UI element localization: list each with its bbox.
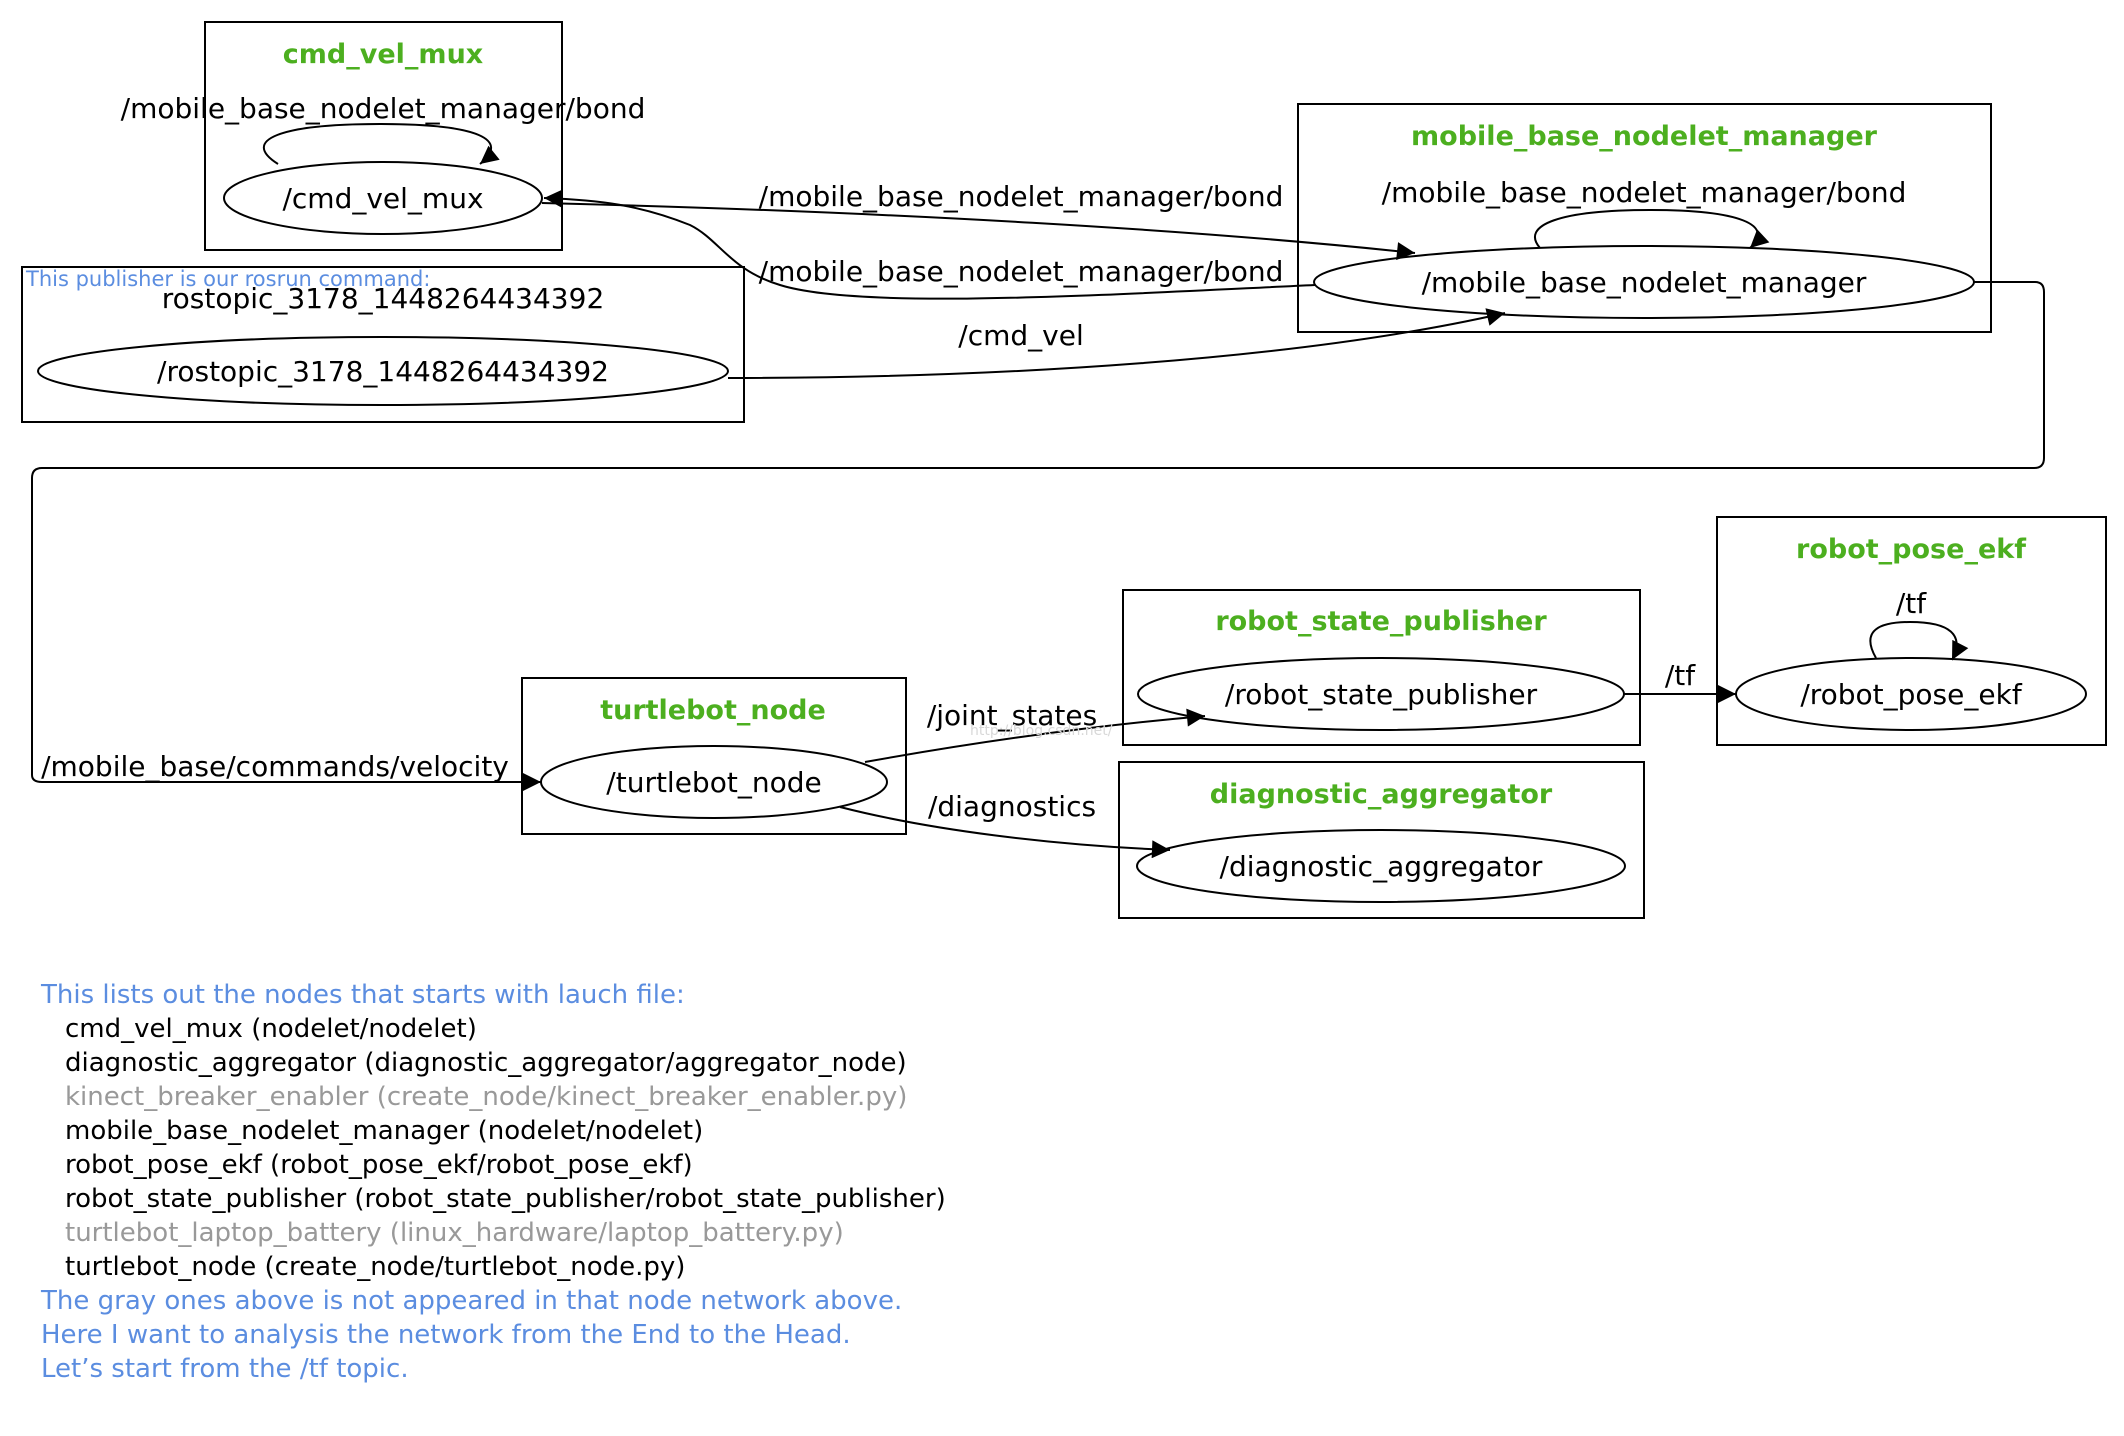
node-label-turtlebot-node: /turtlebot_node bbox=[606, 766, 821, 799]
cluster-title-mobile-base-nodelet-manager: mobile_base_nodelet_manager bbox=[1411, 121, 1878, 152]
notes-outro-gray: The gray ones above is not appeared in t… bbox=[41, 1286, 903, 1316]
edge-label-diagnostics: /diagnostics bbox=[928, 790, 1096, 823]
edge-joint-states: /joint_states bbox=[864, 699, 1206, 763]
cluster-title-cmd-vel-mux: cmd_vel_mux bbox=[283, 39, 483, 70]
edge-velocity: /mobile_base/commands/velocity bbox=[31, 281, 2045, 791]
cluster-title-turtlebot-node: turtlebot_node bbox=[600, 695, 826, 726]
node-cmd-vel-mux[interactable]: /cmd_vel_mux bbox=[223, 161, 543, 235]
notes-item-turtlebot-laptop-battery: turtlebot_laptop_battery (linux_hardware… bbox=[65, 1218, 844, 1248]
node-mobile-base-nodelet-manager[interactable]: /mobile_base_nodelet_manager bbox=[1313, 245, 1975, 319]
notes-item-diagnostic-aggregator: diagnostic_aggregator (diagnostic_aggreg… bbox=[65, 1048, 907, 1078]
edge-label-tf-self-ekf: /tf bbox=[1896, 587, 1927, 620]
edge-tf-self-ekf: /tf bbox=[1869, 587, 1969, 661]
notes-outro-start: Let’s start from the /tf topic. bbox=[41, 1354, 409, 1384]
edge-bond-self-mux: /mobile_base_nodelet_manager/bond bbox=[121, 92, 646, 165]
node-label-cmd-vel-mux: /cmd_vel_mux bbox=[282, 182, 483, 215]
edge-label-bond-mgr-to-mux: /mobile_base_nodelet_manager/bond bbox=[759, 255, 1284, 288]
node-label-rostopic: /rostopic_3178_1448264434392 bbox=[157, 355, 609, 388]
cluster-robot-state-publisher: robot_state_publisher bbox=[1122, 589, 1641, 746]
cluster-title-robot-state-publisher: robot_state_publisher bbox=[1215, 606, 1547, 637]
node-label-robot-state-publisher: /robot_state_publisher bbox=[1225, 678, 1538, 711]
edge-label-cmd-vel: /cmd_vel bbox=[958, 319, 1083, 352]
notes-item-robot-pose-ekf: robot_pose_ekf (robot_pose_ekf/robot_pos… bbox=[65, 1150, 693, 1180]
node-robot-state-publisher[interactable]: /robot_state_publisher bbox=[1137, 657, 1625, 731]
node-rostopic[interactable]: /rostopic_3178_1448264434392 bbox=[37, 336, 729, 406]
edge-label-joint-states: /joint_states bbox=[927, 699, 1097, 732]
edge-diagnostics: /diagnostics bbox=[839, 790, 1171, 859]
edge-bond-mgr-to-mux: /mobile_base_nodelet_manager/bond bbox=[543, 189, 1316, 300]
edge-label-velocity: /mobile_base/commands/velocity bbox=[41, 750, 509, 783]
node-turtlebot-node[interactable]: /turtlebot_node bbox=[540, 745, 888, 819]
cluster-diagnostic-aggregator: diagnostic_aggregator bbox=[1118, 761, 1645, 919]
node-diagnostic-aggregator[interactable]: /diagnostic_aggregator bbox=[1136, 829, 1626, 903]
edge-label-tf-rsp-to-ekf: /tf bbox=[1665, 659, 1696, 692]
cluster-rostopic: rostopic_3178_1448264434392 bbox=[21, 266, 745, 423]
notes-item-turtlebot-node: turtlebot_node (create_node/turtlebot_no… bbox=[65, 1252, 686, 1282]
edge-tf-rsp-to-ekf: /tf bbox=[1624, 659, 1736, 703]
notes-block: This lists out the nodes that starts wit… bbox=[41, 978, 946, 1386]
cluster-title-diagnostic-aggregator: diagnostic_aggregator bbox=[1210, 779, 1553, 810]
watermark: http://blog.csdn.net/ bbox=[970, 723, 1113, 739]
edge-label-bond-self-mgr: /mobile_base_nodelet_manager/bond bbox=[1382, 176, 1907, 209]
cluster-mobile-base-nodelet-manager: mobile_base_nodelet_manager bbox=[1297, 103, 1992, 333]
notes-intro: This lists out the nodes that starts wit… bbox=[41, 980, 685, 1010]
edge-label-bond-self-mux: /mobile_base_nodelet_manager/bond bbox=[121, 92, 646, 125]
notes-item-robot-state-publisher: robot_state_publisher (robot_state_publi… bbox=[65, 1184, 946, 1214]
node-label-diagnostic-aggregator: /diagnostic_aggregator bbox=[1220, 850, 1543, 883]
notes-item-cmd-vel-mux: cmd_vel_mux (nodelet/nodelet) bbox=[65, 1014, 477, 1044]
notes-item-mobile-base-nodelet-manager: mobile_base_nodelet_manager (nodelet/nod… bbox=[65, 1116, 704, 1146]
node-label-robot-pose-ekf: /robot_pose_ekf bbox=[1800, 678, 2023, 711]
notes-outro-analysis: Here I want to analysis the network from… bbox=[41, 1320, 851, 1350]
edge-bond-mux-to-mgr: /mobile_base_nodelet_manager/bond bbox=[541, 180, 1416, 261]
cluster-robot-pose-ekf: robot_pose_ekf bbox=[1716, 516, 2107, 746]
edge-bond-self-mgr: /mobile_base_nodelet_manager/bond bbox=[1382, 176, 1907, 249]
node-label-mobile-base-nodelet-manager: /mobile_base_nodelet_manager bbox=[1422, 266, 1867, 299]
node-robot-pose-ekf[interactable]: /robot_pose_ekf bbox=[1735, 657, 2087, 731]
cluster-cmd-vel-mux: cmd_vel_mux bbox=[204, 21, 563, 251]
cluster-title-robot-pose-ekf: robot_pose_ekf bbox=[1796, 534, 2026, 565]
cluster-title-rostopic: rostopic_3178_1448264434392 bbox=[162, 282, 605, 315]
edge-label-bond-mux-to-mgr: /mobile_base_nodelet_manager/bond bbox=[759, 180, 1284, 213]
publisher-note: This publisher is our rosrun command: bbox=[25, 267, 430, 291]
notes-item-kinect-breaker-enabler: kinect_breaker_enabler (create_node/kine… bbox=[65, 1082, 908, 1112]
edge-cmd-vel: /cmd_vel bbox=[727, 308, 1506, 379]
cluster-turtlebot-node: turtlebot_node bbox=[521, 677, 907, 835]
